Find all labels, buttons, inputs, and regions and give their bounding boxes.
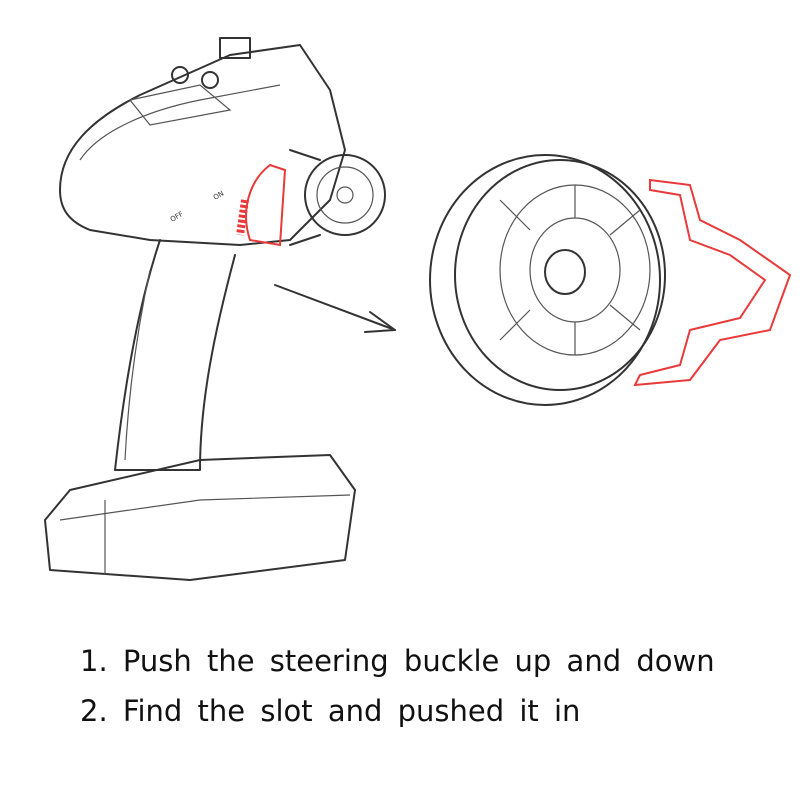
steering-buckle-small xyxy=(245,163,287,247)
on-label: ON xyxy=(212,189,225,201)
wheel-detail xyxy=(429,154,792,406)
steering-buckle-large xyxy=(633,178,792,387)
transmitter-diagram: OFF ON xyxy=(44,37,792,581)
arrow-icon xyxy=(274,284,396,333)
step-2: 2. Find the slot and pushed it in xyxy=(80,694,581,728)
step-1: 1. Push the steering buckle up and down xyxy=(80,644,715,678)
off-label: OFF xyxy=(169,210,185,224)
transmitter-illustration: OFF ON xyxy=(44,37,386,581)
instruction-steps: 1. Push the steering buckle up and down … xyxy=(80,636,715,736)
